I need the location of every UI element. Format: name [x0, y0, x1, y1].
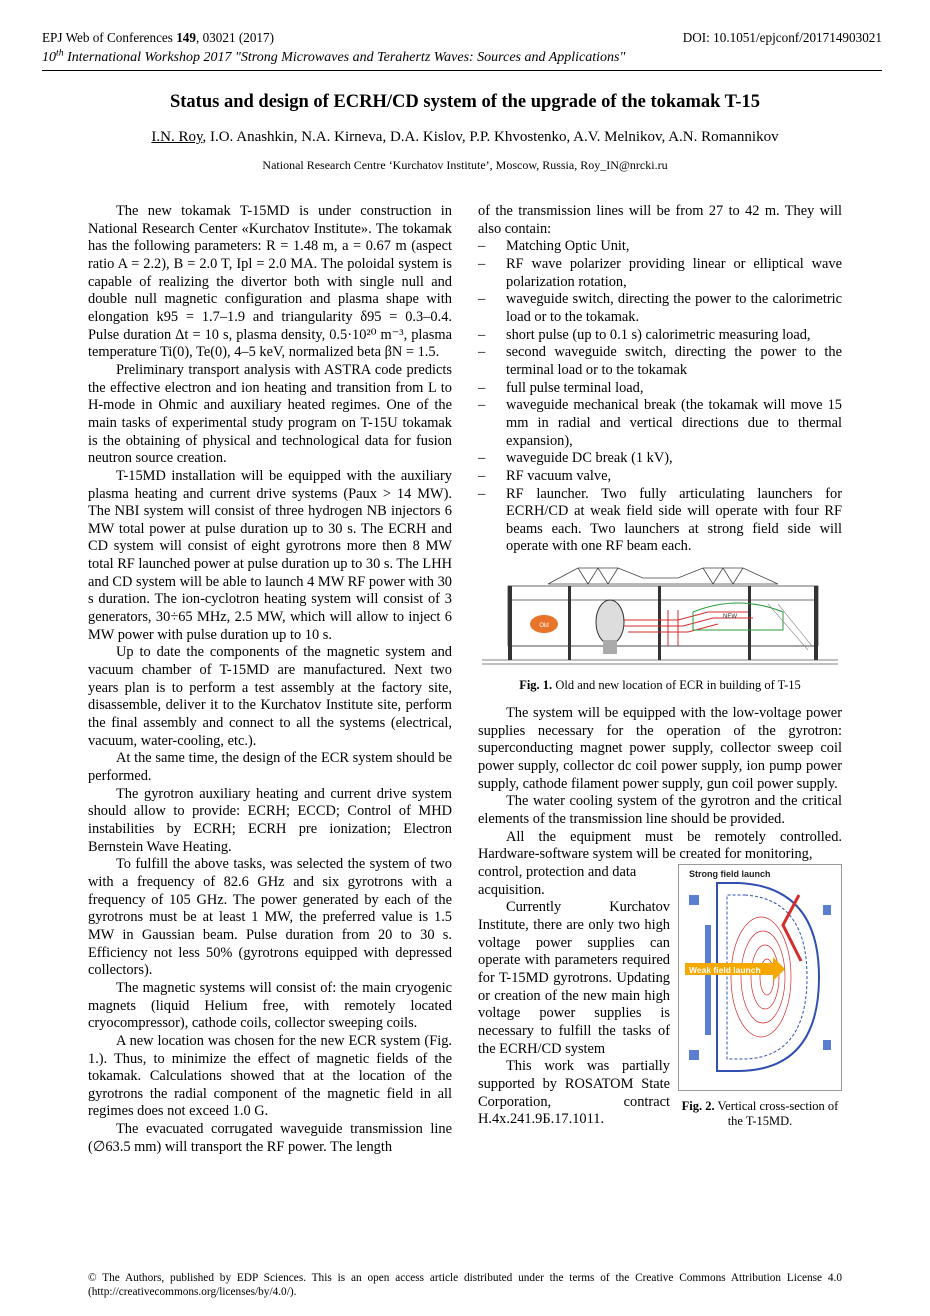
paragraph: To fulfill the above tasks, was selected… — [88, 856, 452, 979]
paragraph: All the equipment must be remotely contr… — [478, 828, 842, 863]
fig1-new-label: NEW — [723, 614, 737, 620]
running-header: EPJ Web of Conferences 149, 03021 (2017)… — [42, 30, 882, 48]
list-item: RF vacuum valve, — [478, 468, 842, 486]
paragraph: The magnetic systems will consist of: th… — [88, 979, 452, 1032]
list-item: RF wave polarizer providing linear or el… — [478, 256, 842, 291]
figure-2-wrap: Strong field launch — [478, 864, 842, 1129]
workshop-line: 10th International Workshop 2017 "Strong… — [42, 47, 626, 65]
paragraph: The evacuated corrugated waveguide trans… — [88, 1121, 452, 1155]
paragraph: control, protection and data acquisition… — [478, 864, 637, 898]
first-author: I.N. Roy — [151, 129, 203, 145]
list-item: short pulse (up to 0.1 s) calorimetric m… — [478, 327, 842, 345]
paragraph: Preliminary transport analysis with ASTR… — [88, 361, 452, 467]
list-item: Matching Optic Unit, — [478, 238, 842, 256]
fig1-old-label: Old — [539, 623, 548, 629]
header-rule — [42, 70, 882, 71]
license-footer: © The Authors, published by EDP Sciences… — [88, 1272, 842, 1298]
paragraph: Currently Kurchatov Institute, there are… — [478, 899, 670, 1057]
wrapped-text: control, protection and data acquisition… — [478, 864, 670, 1129]
paragraph: The water cooling system of the gyrotron… — [478, 793, 842, 828]
doi: DOI: 10.1051/epjconf/201714903021 — [682, 30, 882, 45]
figure-2-caption: Fig. 2. Vertical cross-section of the T-… — [681, 1099, 839, 1129]
figure-1-building-drawing: Old NEW — [478, 560, 842, 675]
list-item: second waveguide switch, directing the p… — [478, 344, 842, 379]
list-item: waveguide DC break (1 kV), — [478, 450, 842, 468]
paragraph: The new tokamak T-15MD is under construc… — [88, 203, 452, 361]
list-item: waveguide switch, directing the power to… — [478, 291, 842, 326]
paragraph: A new location was chosen for the new EC… — [88, 1032, 452, 1120]
right-column: of the transmission lines will be from 2… — [478, 203, 842, 1129]
paragraph: At the same time, the design of the ECR … — [88, 750, 452, 784]
list-item: full pulse terminal load, — [478, 380, 842, 398]
journal-ref: EPJ Web of Conferences 149, 03021 (2017) — [42, 30, 275, 45]
paragraph: This work was partially supported by ROS… — [478, 1058, 670, 1128]
figure-2-cross-section: Strong field launch — [679, 865, 841, 1091]
paragraph: Up to date the components of the magneti… — [88, 644, 452, 749]
paragraph: T-15MD installation will be equipped wit… — [88, 467, 452, 643]
paragraph: of the transmission lines will be from 2… — [478, 203, 842, 237]
list-item: RF launcher. Two fully articulating laun… — [478, 486, 842, 557]
component-list: Matching Optic Unit, RF wave polarizer p… — [478, 238, 842, 556]
strong-field-label: Strong field launch — [689, 869, 771, 879]
left-column: The new tokamak T-15MD is under construc… — [88, 203, 452, 1156]
figure-2-frame: Strong field launch — [678, 864, 842, 1092]
paper-title: Status and design of ECRH/CD system of t… — [169, 92, 760, 112]
list-item: waveguide mechanical break (the tokamak … — [478, 397, 842, 450]
affiliation: National Research Centre ‘Kurchatov Inst… — [262, 158, 668, 172]
paragraph: The gyrotron auxiliary heating and curre… — [88, 785, 452, 855]
author-list: I.N. Roy, I.O. Anashkin, N.A. Kirneva, D… — [151, 129, 779, 145]
figure-1-caption: Fig. 1. Old and new location of ECR in b… — [519, 678, 801, 693]
paragraph: The system will be equipped with the low… — [478, 705, 842, 792]
weak-field-label: Weak field launch — [689, 965, 761, 975]
